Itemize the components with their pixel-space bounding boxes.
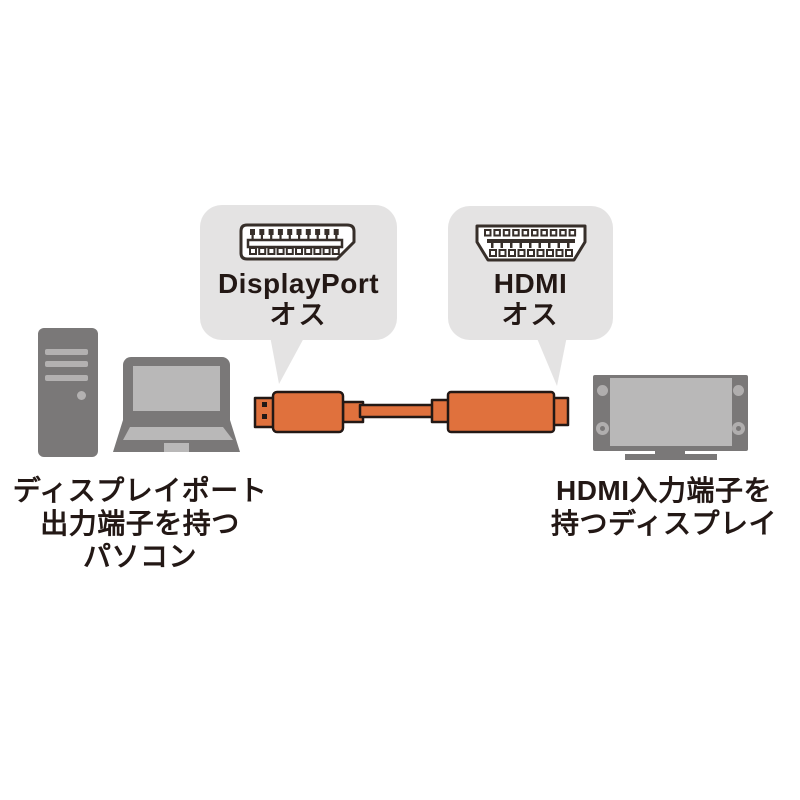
hdmi-label: HDMI [493,268,568,299]
hdmi-gender-label: オス [501,300,560,330]
tower-vent [45,349,88,355]
display-stand-neck [655,451,685,456]
hdmi-bubble: HDMI オス [448,206,613,340]
laptop-keyboard [123,427,233,440]
display-corner-dot [733,385,744,396]
display-corner-ring [732,422,745,435]
laptop-icon [113,357,240,452]
display-screen [610,378,732,446]
display-corner-dot [597,385,608,396]
right-caption: HDMI入力端子を 持つディスプレイ [528,474,800,540]
displayport-bubble: DisplayPort オス [200,205,397,340]
display-corner-ring [596,422,609,435]
tower-vent [45,375,88,381]
speech-bubble-tail-icon [270,336,305,384]
speech-bubble-tail-icon [536,336,567,386]
hdmi-connector-icon [475,224,586,262]
displayport-connector-icon [239,223,355,261]
tower-power-button-detail [77,391,86,400]
laptop-screen [133,366,220,411]
left-caption-line3: パソコン [82,541,197,572]
display-monitor-icon [593,375,748,461]
displayport-label: DisplayPort [217,268,380,299]
left-caption-line1: ディスプレイポート [12,475,268,506]
laptop-trackpad [164,443,189,452]
left-caption-line2: 出力端子を持つ [40,508,240,539]
right-caption-line1: HDMI入力端子を [555,475,773,506]
displayport-to-hdmi-cable-icon [253,390,570,434]
tower-vent [45,361,88,367]
desktop-tower-icon [38,328,98,457]
displayport-gender-label: オス [269,300,328,330]
display-stand-base [625,454,717,460]
right-caption-line2: 持つディスプレイ [550,508,778,539]
left-caption: ディスプレイポート 出力端子を持つ パソコン [0,474,280,573]
